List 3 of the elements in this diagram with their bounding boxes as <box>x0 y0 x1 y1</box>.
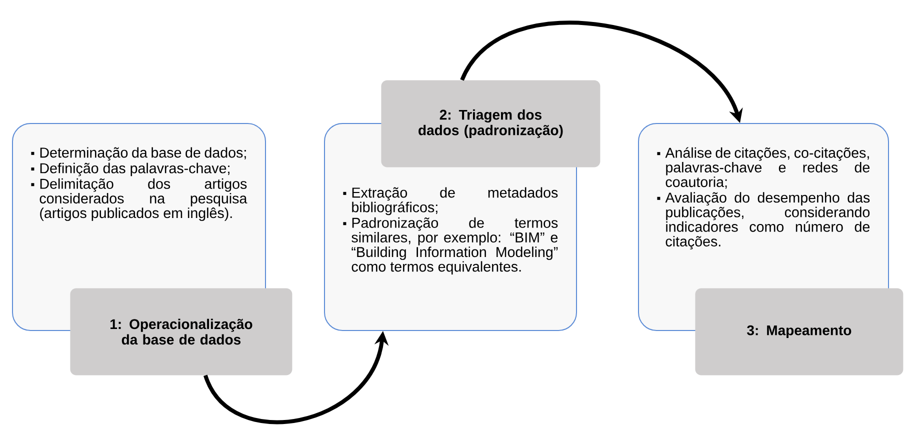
step-box: 3: Mapeamento <box>695 288 904 376</box>
step-box: 1: Operacionalização da base de dados <box>70 288 292 376</box>
step-box: 2: Triagem dos dados (padronização) <box>381 80 600 168</box>
